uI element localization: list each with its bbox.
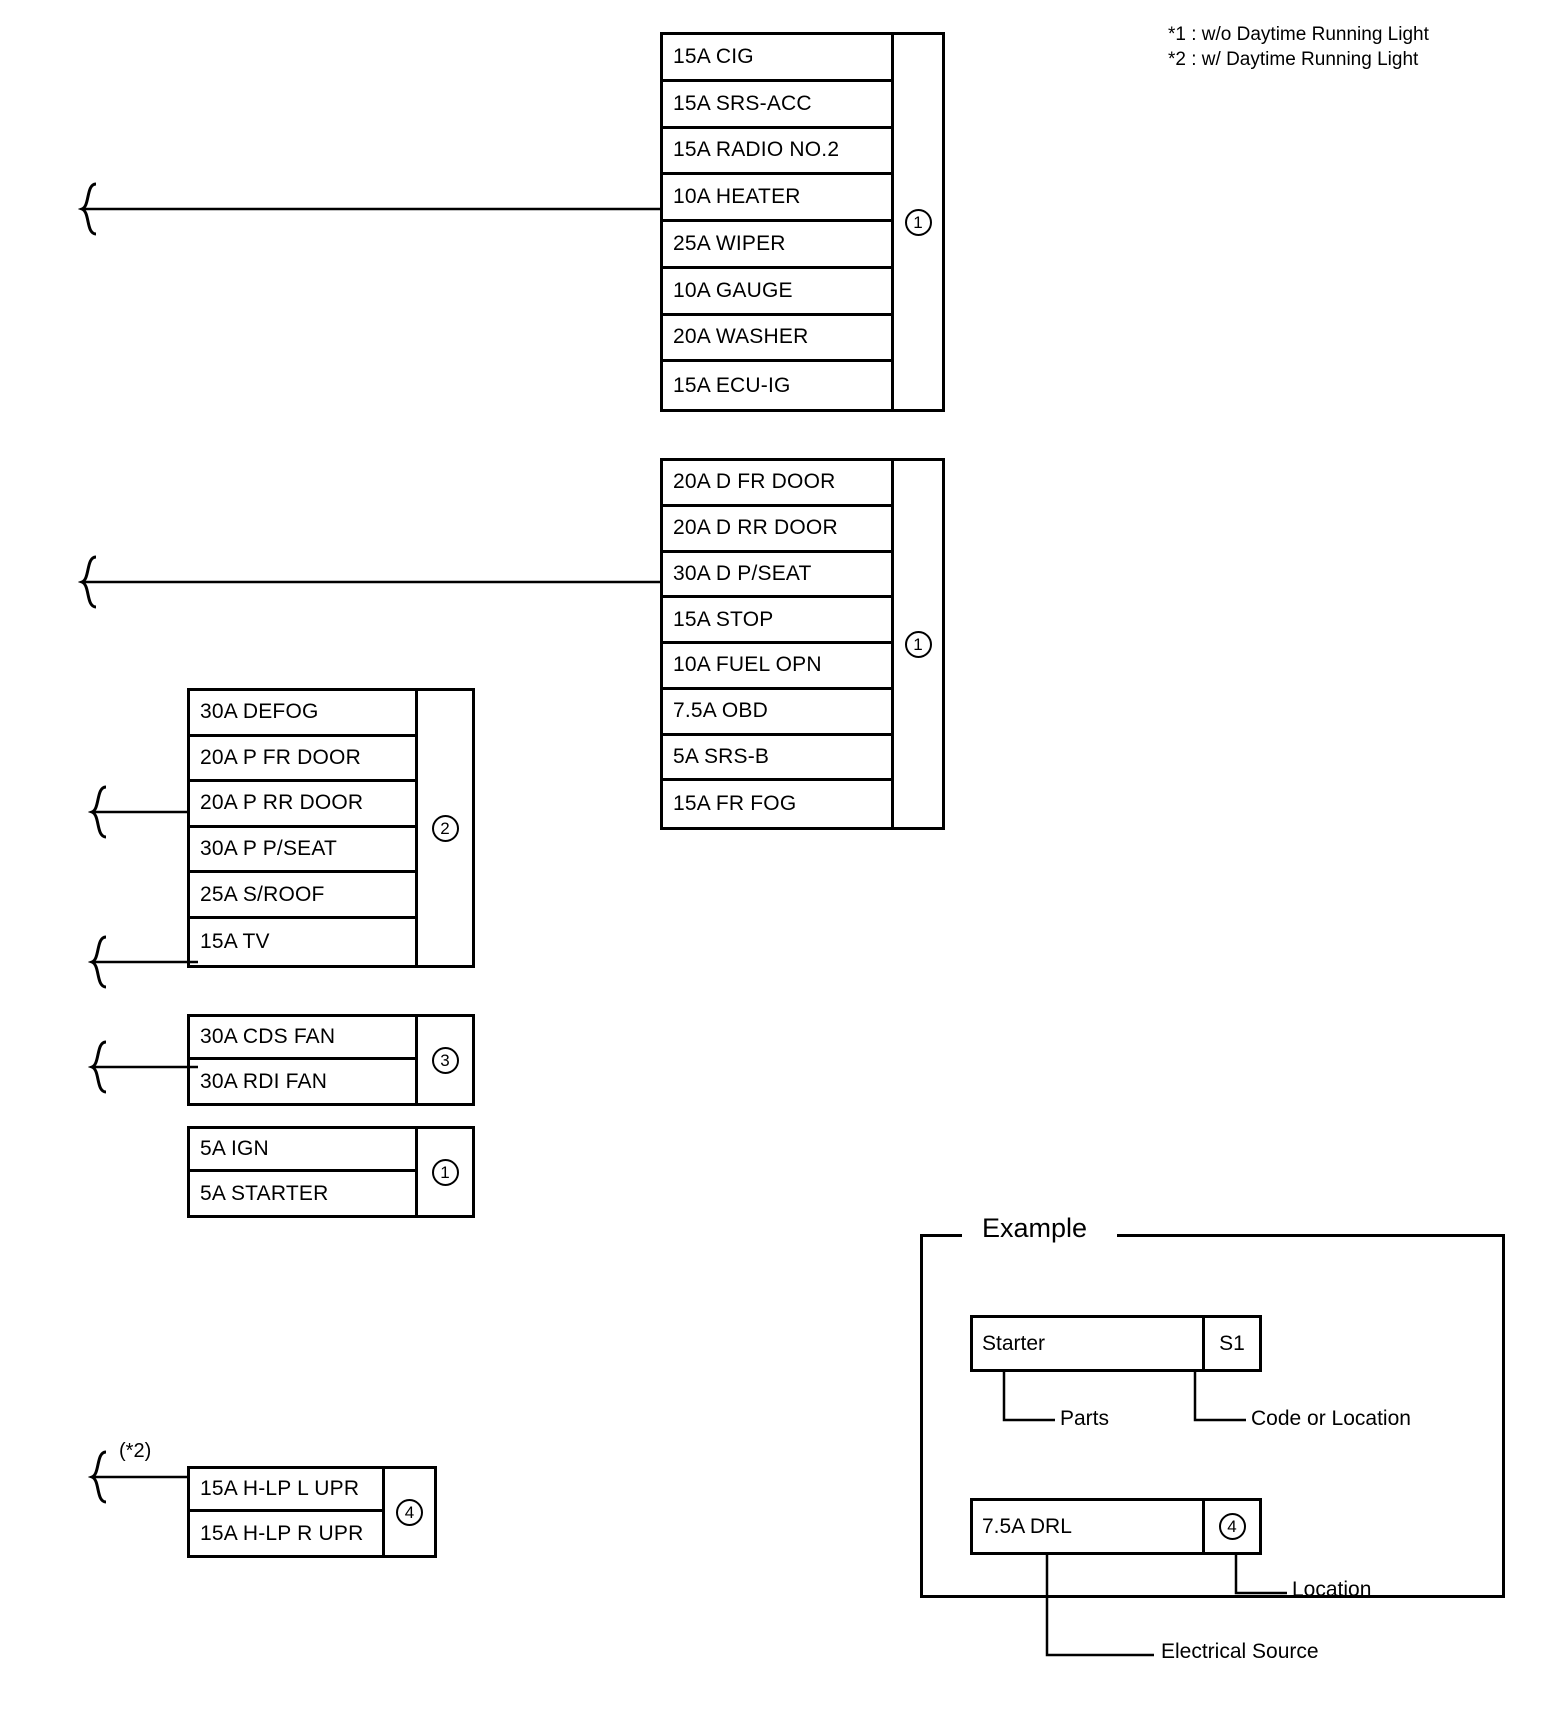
fuse-block-hlp: 15A H-LP L UPR 15A H-LP R UPR 4 xyxy=(187,1466,437,1558)
fuse-rows-door: 20A D FR DOOR 20A D RR DOOR 30A D P/SEAT… xyxy=(663,461,891,827)
footnotes-group: *1 : w/o Daytime Running Light *2 : w/ D… xyxy=(1168,22,1429,72)
location-cell: 4 xyxy=(382,1469,434,1555)
leader-source xyxy=(1044,1553,1154,1665)
fuse-row[interactable]: 7.5A OBD xyxy=(663,690,891,736)
example-parts-name: Starter xyxy=(982,1331,1046,1355)
fuse-row[interactable]: 20A P FR DOOR xyxy=(190,737,415,783)
fuse-row[interactable]: 15A TV xyxy=(200,929,270,953)
location-marker: 4 xyxy=(1218,1513,1246,1540)
fuse-row[interactable]: 30A P P/SEAT xyxy=(190,828,415,874)
location-marker: 1 xyxy=(904,630,932,658)
fuse-row[interactable]: 10A HEATER xyxy=(663,175,891,222)
fuse-block-door: 20A D FR DOOR 20A D RR DOOR 30A D P/SEAT… xyxy=(660,458,945,830)
fuse-row[interactable]: 15A SRS-ACC xyxy=(663,82,891,129)
fuse-rows-fan: 30A CDS FAN 30A RDI FAN xyxy=(190,1017,415,1103)
connector-block-door xyxy=(78,555,666,611)
connector-block-defog xyxy=(88,785,198,841)
fuse-row[interactable]: 25A WIPER xyxy=(663,222,891,269)
fuse-block-defog: 30A DEFOG 20A P FR DOOR 20A P RR DOOR 30… xyxy=(187,688,475,968)
location-marker: 2 xyxy=(431,814,459,842)
fuse-row[interactable]: 30A DEFOG xyxy=(190,691,415,737)
example-frame-top-right-segment xyxy=(1117,1234,1505,1237)
fuse-block-fan: 30A CDS FAN 30A RDI FAN 3 xyxy=(187,1014,475,1106)
example-code-label: Code or Location xyxy=(1251,1407,1411,1430)
fuse-rows-ign: 5A IGN 5A STARTER xyxy=(190,1129,415,1215)
location-marker: 1 xyxy=(904,208,932,236)
example-title: Example xyxy=(976,1213,1094,1244)
fuse-block-ign: 5A IGN 5A STARTER 1 xyxy=(187,1126,475,1218)
fuse-row[interactable]: 20A D RR DOOR xyxy=(663,507,891,553)
example-parts-label: Parts xyxy=(1060,1407,1110,1430)
fuse-rows-hlp: 15A H-LP L UPR 15A H-LP R UPR xyxy=(190,1469,382,1555)
footnote-1: *1 : w/o Daytime Running Light xyxy=(1168,24,1429,45)
example-location-label: Location xyxy=(1292,1578,1372,1601)
location-cell: 1 xyxy=(891,461,942,827)
example-fuse-source: 7.5A DRL xyxy=(982,1514,1072,1538)
fuse-row[interactable]: 15A STOP xyxy=(663,598,891,644)
fuse-row[interactable]: 15A H-LP L UPR xyxy=(190,1469,382,1512)
fuse-row[interactable]: 20A P RR DOOR xyxy=(190,782,415,828)
fuse-row[interactable]: 15A CIG xyxy=(663,35,891,82)
fuse-rows-defog: 30A DEFOG 20A P FR DOOR 20A P RR DOOR 30… xyxy=(190,691,415,965)
fuse-row[interactable]: 20A D FR DOOR xyxy=(663,461,891,507)
fuse-row[interactable]: 10A FUEL OPN xyxy=(663,644,891,690)
leader-parts xyxy=(1001,1370,1055,1430)
location-cell: 3 xyxy=(415,1017,472,1103)
location-cell: 1 xyxy=(415,1129,472,1215)
fuse-row[interactable]: 15A ECU-IG xyxy=(673,373,791,397)
example-fuse-box: 7.5A DRL 4 xyxy=(970,1498,1262,1555)
fuse-rows-ig: 15A CIG 15A SRS-ACC 15A RADIO NO.2 10A H… xyxy=(663,35,891,409)
example-source-label: Electrical Source xyxy=(1161,1640,1319,1663)
example-frame-top-left-segment xyxy=(920,1234,962,1237)
fuse-row[interactable]: 30A RDI FAN xyxy=(200,1069,328,1093)
fuse-block-ig: 15A CIG 15A SRS-ACC 15A RADIO NO.2 10A H… xyxy=(660,32,945,412)
leader-code xyxy=(1192,1370,1246,1430)
connector-block-fan xyxy=(88,935,198,991)
footnote-2: *2 : w/ Daytime Running Light xyxy=(1168,49,1419,70)
example-parts-code: S1 xyxy=(1202,1318,1259,1369)
hlp-option-note: (*2) xyxy=(119,1440,152,1462)
fuse-row[interactable]: 15A RADIO NO.2 xyxy=(663,129,891,176)
fuse-row[interactable]: 15A H-LP R UPR xyxy=(200,1521,364,1545)
example-panel: Example Starter S1 Parts Code or Locatio… xyxy=(920,1213,1505,1663)
location-marker: 4 xyxy=(396,1498,423,1526)
fuse-row[interactable]: 5A IGN xyxy=(190,1129,415,1172)
example-fuse-location: 4 xyxy=(1202,1501,1259,1552)
fuse-row[interactable]: 15A FR FOG xyxy=(673,792,797,816)
fuse-row[interactable]: 5A SRS-B xyxy=(663,736,891,782)
example-frame xyxy=(920,1234,1505,1598)
connector-block-ig xyxy=(78,182,666,238)
location-cell: 2 xyxy=(415,691,472,965)
fuse-row[interactable]: 25A S/ROOF xyxy=(190,873,415,919)
fuse-row[interactable]: 5A STARTER xyxy=(200,1181,329,1205)
connector-block-hlp xyxy=(88,1450,198,1506)
fuse-row[interactable]: 20A WASHER xyxy=(663,316,891,363)
fuse-row[interactable]: 10A GAUGE xyxy=(663,269,891,316)
location-marker: 3 xyxy=(431,1046,459,1074)
fuse-row[interactable]: 30A CDS FAN xyxy=(190,1017,415,1060)
fuse-row[interactable]: 30A D P/SEAT xyxy=(663,553,891,599)
location-marker: 1 xyxy=(431,1158,459,1186)
leader-location xyxy=(1233,1553,1287,1603)
example-parts-box: Starter S1 xyxy=(970,1315,1262,1372)
location-cell: 1 xyxy=(891,35,942,409)
connector-block-ign xyxy=(88,1040,198,1096)
